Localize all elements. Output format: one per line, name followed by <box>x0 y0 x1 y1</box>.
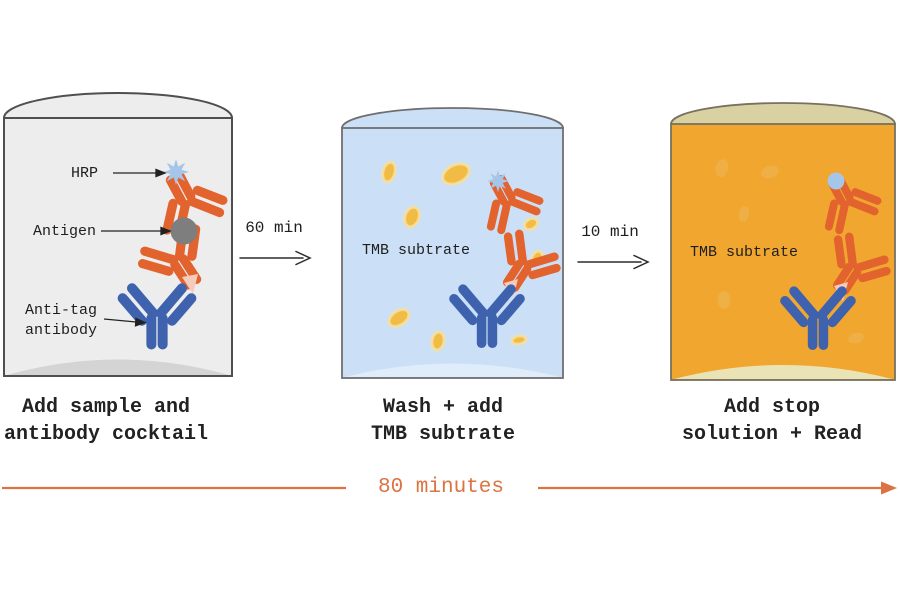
well-2 <box>341 107 563 379</box>
transition-2-duration: 10 min <box>581 223 639 241</box>
anti-tag-label-line1: Anti-tag <box>25 302 98 319</box>
hrp-label: HRP <box>70 165 98 182</box>
step-2-caption: Wash + add TMB subtrate <box>337 394 549 448</box>
step-3-caption-line1: Add stop <box>723 396 820 419</box>
well-2-bottom-meniscus <box>345 363 560 377</box>
tmb-substrate-label-well3: TMB subtrate <box>690 244 799 261</box>
hrp-ball-icon <box>827 172 845 190</box>
step-1-caption-line1: Add sample and <box>21 396 191 419</box>
step-2-caption-line1: Wash + add <box>382 396 504 419</box>
transition-arrow-2-head <box>633 254 650 270</box>
label-pointers <box>101 168 172 327</box>
antigen-circle-icon <box>170 217 198 245</box>
step-3-caption-line2: solution + Read <box>681 423 863 446</box>
hrp-pointer-head <box>155 168 167 178</box>
antigen-label: Antigen <box>33 223 97 240</box>
tag-triangle-icon <box>182 274 198 294</box>
transition-arrow-1-head <box>295 250 312 266</box>
well-3-bottom-meniscus <box>674 365 892 379</box>
step-2-caption-line2: TMB subtrate <box>370 423 516 446</box>
antigen-pointer-head <box>160 226 172 236</box>
step-1-caption: Add sample and antibody cocktail <box>0 394 212 448</box>
anti-tag-pointer-head <box>134 317 147 327</box>
anti-tag-label: Anti-tag antibody <box>25 301 97 341</box>
faint-substrate-blobs <box>715 159 864 344</box>
well-3 <box>670 102 896 381</box>
step-1-caption-line2: antibody cocktail <box>3 423 209 446</box>
hrp-star-icon <box>486 169 510 193</box>
well-1-bottom-shadow <box>7 359 229 375</box>
anti-tag-label-line2: antibody <box>25 322 98 339</box>
timeline-arrow-head <box>881 481 897 495</box>
timeline-arrow <box>2 481 897 495</box>
substrate-blobs <box>381 160 544 352</box>
anti-tag-pointer-line <box>103 318 137 323</box>
tmb-substrate-label-well2: TMB subtrate <box>362 242 471 259</box>
transition-1-duration: 60 min <box>245 219 303 237</box>
step-3-caption: Add stop solution + Read <box>666 394 878 448</box>
well-1 <box>3 92 233 377</box>
hrp-star-icon <box>163 159 189 185</box>
timeline-duration-label: 80 minutes <box>377 476 505 499</box>
